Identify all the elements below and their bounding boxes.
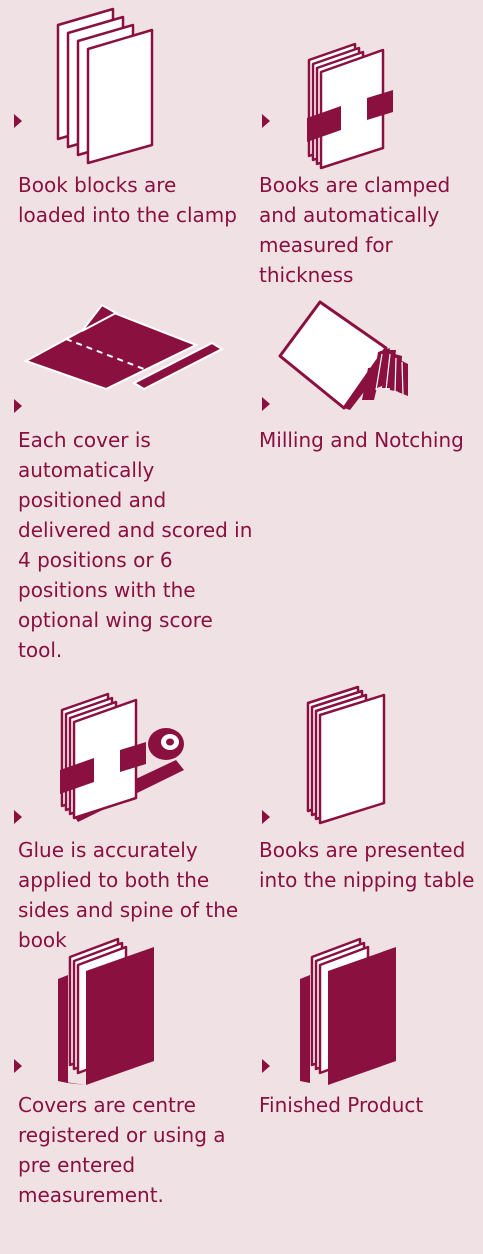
finished-book-icon bbox=[300, 937, 396, 1085]
clamped-book-icon bbox=[307, 42, 393, 170]
scored-cover-icon bbox=[23, 303, 225, 391]
book-block-stack-icon bbox=[56, 7, 154, 165]
step-arrow bbox=[262, 810, 270, 824]
step-caption: Finished Product bbox=[259, 1093, 424, 1117]
milling-notching-icon bbox=[278, 300, 408, 410]
step-arrow bbox=[262, 1059, 270, 1073]
step-arrow bbox=[14, 399, 22, 413]
step-caption: Each cover is automatically positioned a… bbox=[18, 428, 253, 662]
step-arrow bbox=[14, 114, 22, 128]
glue-roller-icon bbox=[60, 692, 184, 822]
step-arrow bbox=[14, 1059, 22, 1073]
step-arrow bbox=[262, 397, 270, 411]
nipping-table-book-icon bbox=[306, 685, 386, 825]
step-caption: Milling and Notching bbox=[259, 428, 464, 452]
step-arrow bbox=[14, 810, 22, 824]
cover-registration-icon bbox=[58, 937, 154, 1085]
step-caption: Glue is accurately applied to both the s… bbox=[18, 838, 239, 952]
step-caption: Covers are centre registered or using a … bbox=[18, 1093, 226, 1207]
step-arrow bbox=[262, 114, 270, 128]
step-caption: Books are clamped and automatically meas… bbox=[259, 173, 451, 287]
step-caption: Book blocks are loaded into the clamp bbox=[18, 173, 237, 227]
step-caption: Books are presented into the nipping tab… bbox=[259, 838, 475, 892]
